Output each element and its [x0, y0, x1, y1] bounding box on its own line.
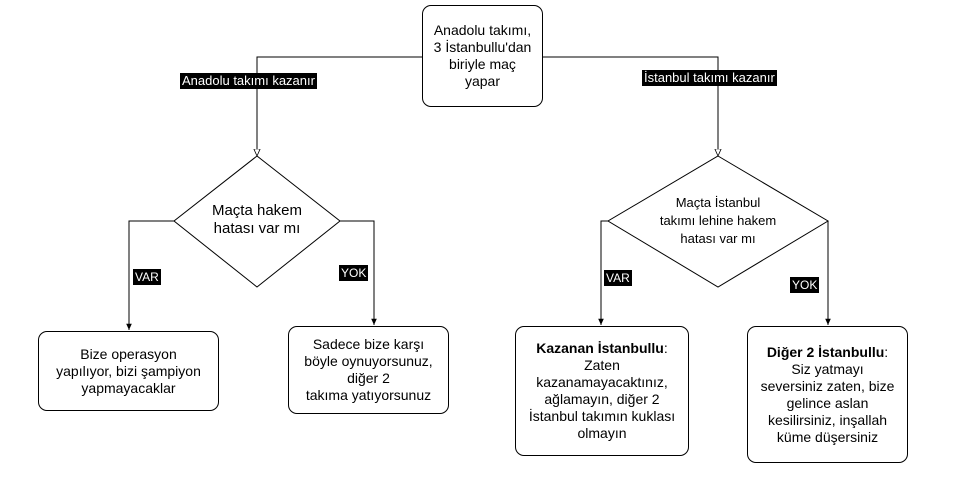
edge-root-right [542, 56, 718, 156]
left-decision-diamond [173, 155, 341, 288]
root-node: Anadolu takımı, 3 İstanbullu'dan biriyle… [422, 5, 543, 107]
edge-label-anadolu-wins: Anadolu takımı kazanır [180, 73, 317, 89]
edge-right-yes [598, 220, 608, 325]
edge-label-right-no: YOK [790, 277, 820, 293]
left-no-node: Sadece bize karşı böyle oynuyorsunuz, di… [288, 326, 449, 414]
left-yes-node: Bize operasyon yapılıyor, bizi şampiyon … [38, 331, 219, 411]
right-no-content: Diğer 2 İstanbullu: Siz yatmayı seversin… [760, 343, 895, 445]
right-yes-content: Kazanan İstanbullu: Zaten kazanamayacakt… [528, 340, 676, 441]
edge-label-left-yes: VAR [133, 269, 161, 285]
right-decision-text: Maçta İstanbul takımı lehine hakem hatas… [659, 195, 777, 246]
right-yes-body: Zaten kazanamayacaktınız, ağlamayın, diğ… [528, 357, 676, 441]
left-decision: Maçta hakem hatası var mı [190, 198, 324, 242]
edge-label-istanbul-wins: İstanbul takımı kazanır [642, 70, 777, 86]
left-decision-text: Maçta hakem hatası var mı [211, 202, 303, 237]
right-decision-diamond [607, 155, 829, 288]
right-no-body: Siz yatmayı seversiniz zaten, bize gelin… [760, 360, 895, 445]
left-yes-text: Bize operasyon yapılıyor, bizi şampiyon … [56, 345, 201, 396]
right-yes-node: Kazanan İstanbullu: Zaten kazanamayacakt… [515, 326, 689, 456]
right-no-node: Diğer 2 İstanbullu: Siz yatmayı seversin… [747, 326, 908, 463]
edge-label-right-yes: VAR [604, 270, 632, 286]
right-no-title: Diğer 2 İstanbullu [766, 343, 885, 360]
edge-label-left-no: YOK [339, 265, 369, 281]
root-node-text: Anadolu takımı, 3 İstanbullu'dan biriyle… [433, 22, 532, 89]
edge-left-yes [126, 220, 174, 330]
left-no-text: Sadece bize karşı böyle oynuyorsunuz, di… [304, 336, 433, 403]
edge-root-left [257, 56, 422, 156]
right-yes-title: Kazanan İstanbullu [536, 340, 664, 356]
edge-left-no [340, 220, 377, 325]
right-decision: Maçta İstanbul takımı lehine hakem hatas… [636, 194, 800, 248]
